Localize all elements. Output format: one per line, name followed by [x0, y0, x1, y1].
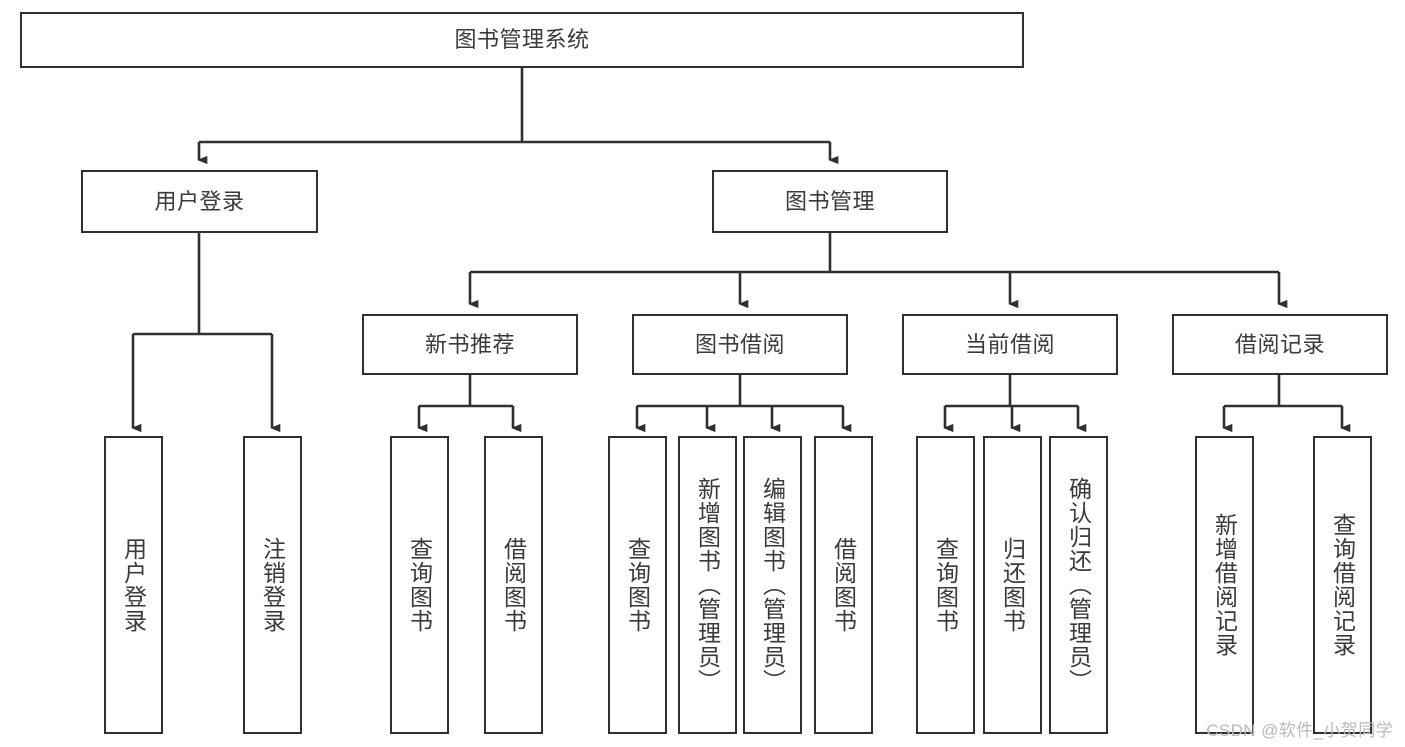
node-current-borrow[interactable]: 当前借阅	[902, 314, 1118, 375]
node-leaf-user-login[interactable]: 用户登录	[104, 436, 163, 734]
node-leaf-query-book-1[interactable]: 查询图书	[390, 436, 449, 734]
node-leaf-return-book[interactable]: 归还图书	[983, 436, 1042, 734]
node-leaf-borrow-book-2[interactable]: 借阅图书	[814, 436, 873, 734]
node-leaf-query-book-2-label: 查询图书	[624, 537, 651, 633]
node-leaf-borrow-book-2-label: 借阅图书	[830, 537, 857, 633]
node-leaf-logout-login-label: 注销登录	[259, 537, 286, 633]
node-leaf-user-login-label: 用户登录	[120, 537, 147, 633]
node-leaf-logout-login[interactable]: 注销登录	[243, 436, 302, 734]
node-user-login[interactable]: 用户登录	[81, 170, 318, 233]
node-book-management-system[interactable]: 图书管理系统	[20, 12, 1024, 68]
node-leaf-query-book-1-label: 查询图书	[406, 537, 433, 633]
node-leaf-borrow-book-1-label: 借阅图书	[500, 537, 527, 633]
node-leaf-edit-book-admin-label: 编辑图书（管理员）	[759, 477, 786, 693]
node-leaf-query-borrow-record[interactable]: 查询借阅记录	[1313, 436, 1372, 734]
node-leaf-query-book-2[interactable]: 查询图书	[608, 436, 667, 734]
node-leaf-query-book-3[interactable]: 查询图书	[916, 436, 975, 734]
node-leaf-confirm-return-admin[interactable]: 确认归还（管理员）	[1049, 436, 1108, 734]
node-leaf-add-book-admin-label: 新增图书（管理员）	[694, 477, 721, 693]
node-leaf-query-borrow-record-label: 查询借阅记录	[1329, 513, 1356, 657]
node-leaf-borrow-book-1[interactable]: 借阅图书	[484, 436, 543, 734]
node-leaf-query-book-3-label: 查询图书	[932, 537, 959, 633]
node-leaf-edit-book-admin[interactable]: 编辑图书（管理员）	[743, 436, 802, 734]
node-book-borrow[interactable]: 图书借阅	[632, 314, 848, 375]
node-leaf-confirm-return-admin-label: 确认归还（管理员）	[1065, 477, 1092, 693]
node-new-book-recommend[interactable]: 新书推荐	[362, 314, 578, 375]
node-leaf-add-borrow-record-label: 新增借阅记录	[1211, 513, 1238, 657]
node-leaf-add-borrow-record[interactable]: 新增借阅记录	[1195, 436, 1254, 734]
node-leaf-return-book-label: 归还图书	[999, 537, 1026, 633]
csdn-watermark: CSDN @软件_小贺同学	[1206, 721, 1393, 740]
node-leaf-add-book-admin[interactable]: 新增图书（管理员）	[678, 436, 737, 734]
node-book-management[interactable]: 图书管理	[712, 170, 948, 233]
node-borrow-record[interactable]: 借阅记录	[1172, 314, 1388, 375]
